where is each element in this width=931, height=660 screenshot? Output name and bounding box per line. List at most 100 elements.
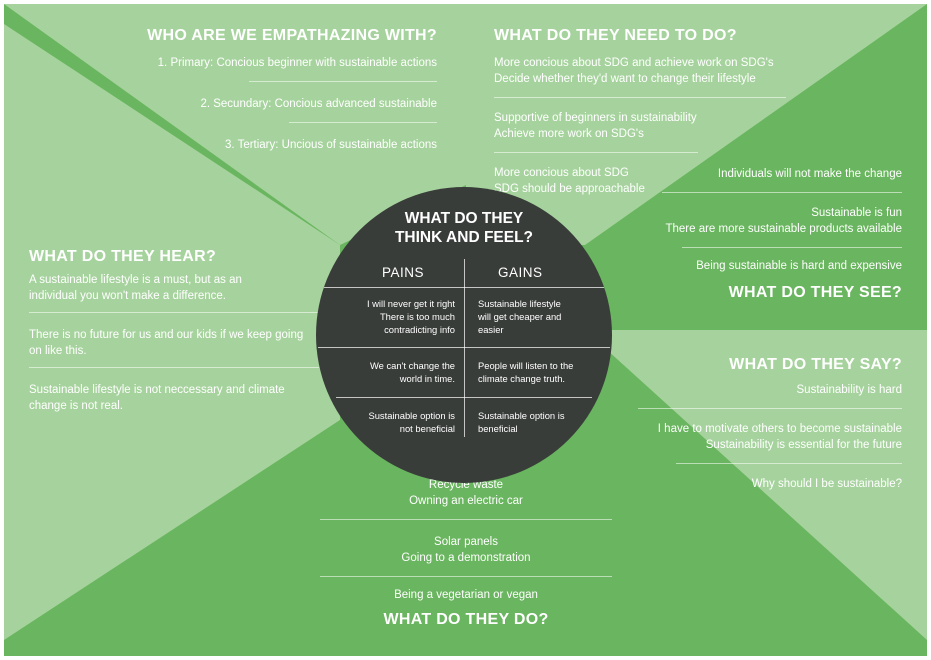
gain-item-1-line-3: easier (478, 324, 504, 335)
see-item-2-line-1: Sustainable is fun (811, 207, 902, 219)
gain-item-3: Sustainable option is beneficial (478, 409, 565, 435)
who-section: WHO ARE WE EMPATHAZING WITH? 1. Primary:… (117, 27, 437, 153)
do-item-3-line-1: Being a vegetarian or vegan (394, 589, 538, 601)
do-divider-2 (320, 576, 612, 577)
see-item-3: Being sustainable is hard and expensive (642, 258, 902, 274)
who-divider-2 (289, 122, 437, 123)
say-item-3: Why should I be sustainable? (632, 476, 902, 492)
gain-item-1: Sustainable lifestyle will get cheaper a… (478, 297, 561, 336)
think-title-line-1: WHAT DO THEY (404, 210, 524, 227)
who-item-1: 1. Primary: Concious beginner with susta… (117, 55, 437, 71)
see-divider-2 (682, 247, 902, 248)
region-need (466, 4, 927, 245)
who-divider-1 (249, 81, 437, 82)
region-who (4, 4, 466, 245)
hear-divider-1 (29, 312, 319, 313)
who-item-2-line-1: 2. Secundary: Concious advanced sustaina… (200, 98, 437, 110)
need-item-3: More concious about SDG SDG should be ap… (494, 165, 794, 197)
think-title-line-2: THINK AND FEEL? (394, 229, 534, 246)
who-item-3-line-1: 3. Tertiary: Uncious of sustainable acti… (224, 139, 437, 151)
pain-item-2-line-2: world in time. (399, 373, 455, 384)
need-divider-1 (494, 97, 786, 98)
see-item-3-line-1: Being sustainable is hard and expensive (696, 260, 902, 272)
see-item-2-line-2: There are more sustainable products avai… (665, 223, 902, 235)
see-divider-1 (662, 192, 902, 193)
do-item-2: Solar panels Going to a demonstration (320, 534, 612, 566)
need-item-2: Supportive of beginners in sustainabilit… (494, 110, 794, 142)
pain-item-3: Sustainable option is not beneficial (368, 409, 455, 435)
hear-item-2-line-1: There is no future for us and our kids i… (29, 329, 304, 341)
say-item-2-line-2: Sustainability is essential for the futu… (705, 439, 902, 451)
region-do-right (466, 420, 927, 656)
gain-item-2-line-2: climate change truth. (478, 373, 566, 384)
gain-item-1-line-2: will get cheaper and (478, 311, 562, 322)
hear-divider-2 (29, 367, 319, 368)
hear-item-1-line-2: individual you won't make a difference. (29, 290, 226, 302)
circle-row-divider-3 (336, 397, 592, 398)
pain-item-1-line-2: There is too much (379, 311, 455, 322)
need-divider-2 (494, 152, 698, 153)
gain-item-1-line-1: Sustainable lifestyle (478, 298, 561, 309)
gain-item-2-line-1: People will listen to the (478, 360, 574, 371)
region-hear (4, 24, 340, 640)
need-title: WHAT DO THEY NEED TO DO? (494, 27, 737, 44)
do-item-3: Being a vegetarian or vegan (320, 587, 612, 603)
region-do-left (4, 420, 466, 656)
hear-title: WHAT DO THEY HEAR? (29, 248, 217, 265)
do-title: WHAT DO THEY DO? (383, 611, 549, 628)
see-item-2: Sustainable is fun There are more sustai… (642, 205, 902, 237)
think-feel-circle: WHAT DO THEY THINK AND FEEL? PAINS GAINS… (316, 187, 612, 483)
say-item-3-line-1: Why should I be sustainable? (751, 478, 902, 490)
need-item-3-line-2: SDG should be approachable (494, 183, 645, 195)
who-item-3: 3. Tertiary: Uncious of sustainable acti… (117, 137, 437, 153)
hear-item-3-line-2: change is not real. (29, 400, 123, 412)
pain-item-1: I will never get it right There is too m… (367, 297, 455, 336)
say-divider-2 (676, 463, 902, 464)
hear-section: WHAT DO THEY HEAR? A sustainable lifesty… (29, 248, 319, 414)
hear-item-1: A sustainable lifestyle is a must, but a… (29, 272, 319, 304)
who-item-1-line-1: 1. Primary: Concious beginner with susta… (157, 57, 437, 69)
say-item-2-line-1: I have to motivate others to become sust… (657, 423, 902, 435)
region-say (585, 330, 927, 640)
think-title: WHAT DO THEY THINK AND FEEL? (316, 209, 612, 247)
say-title: WHAT DO THEY SAY? (729, 356, 902, 373)
hear-item-3: Sustainable lifestyle is not neccessary … (29, 382, 319, 414)
say-divider-1 (638, 408, 902, 409)
pain-item-2-line-1: We can't change the (369, 360, 455, 371)
say-item-1-line-1: Sustainability is hard (796, 384, 902, 396)
say-item-1: Sustainability is hard (632, 382, 902, 398)
gains-header: GAINS (498, 265, 543, 280)
do-item-2-line-1: Solar panels (434, 536, 498, 548)
do-item-1-line-2: Owning an electric car (409, 495, 523, 507)
circle-row-divider-2 (318, 347, 610, 348)
who-item-2: 2. Secundary: Concious advanced sustaina… (117, 96, 437, 112)
say-section: WHAT DO THEY SAY? Sustainability is hard… (632, 356, 902, 492)
say-item-2: I have to motivate others to become sust… (632, 421, 902, 453)
see-item-1-line-1: Individuals will not make the change (717, 168, 902, 180)
gain-item-3-line-2: beneficial (478, 423, 518, 434)
pain-item-1-line-1: I will never get it right (366, 298, 455, 309)
gain-item-3-line-1: Sustainable option is (478, 410, 565, 421)
need-section: WHAT DO THEY NEED TO DO? More concious a… (494, 27, 794, 197)
hear-item-2-line-2: on like this. (29, 345, 87, 357)
see-title: WHAT DO THEY SEE? (728, 284, 902, 301)
hear-item-1-line-1: A sustainable lifestyle is a must, but a… (29, 274, 242, 286)
pain-item-3-line-1: Sustainable option is (368, 410, 455, 421)
pains-header: PAINS (382, 265, 425, 280)
pains-gains-divider (464, 259, 465, 437)
need-item-1: More concious about SDG and achieve work… (494, 55, 794, 87)
pain-item-2: We can't change the world in time. (370, 359, 455, 385)
gain-item-2: People will listen to the climate change… (478, 359, 573, 385)
do-divider-1 (320, 519, 612, 520)
see-item-1: Individuals will not make the change (642, 166, 902, 182)
hear-item-2: There is no future for us and our kids i… (29, 327, 319, 359)
need-item-1-line-2: Decide whether they'd want to change the… (494, 73, 756, 85)
pain-item-3-line-2: not beneficial (399, 423, 455, 434)
circle-row-divider-1 (324, 287, 604, 288)
hear-item-3-line-1: Sustainable lifestyle is not neccessary … (29, 384, 285, 396)
do-item-2-line-2: Going to a demonstration (401, 552, 531, 564)
need-item-1-line-1: More concious about SDG and achieve work… (494, 57, 774, 69)
do-section: Recycle waste Owning an electric car Sol… (320, 477, 612, 629)
see-section: Individuals will not make the change Sus… (642, 166, 902, 302)
